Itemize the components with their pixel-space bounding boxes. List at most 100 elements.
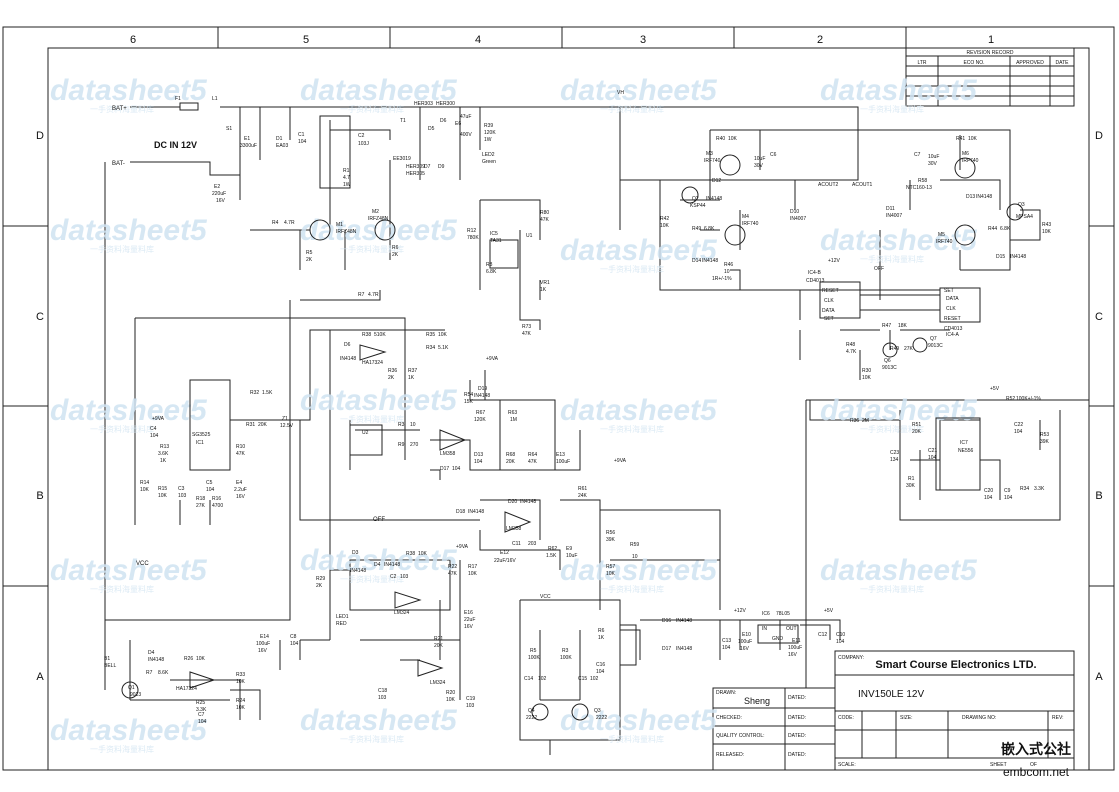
lbl-led1: LED1 — [336, 614, 349, 620]
lbl-r31v: 20K — [258, 422, 268, 428]
lbl-her2: HER300 — [436, 101, 455, 107]
lbl-r4: R4 — [272, 220, 279, 226]
lbl-r22: R22 — [448, 564, 457, 570]
lbl-r59v: 10 — [632, 554, 638, 560]
lbl-e2v: 220uF — [212, 191, 226, 197]
label-dc-in: DC IN 12V — [154, 140, 197, 150]
lbl-r56v: 39K — [606, 537, 616, 543]
lbl-c23: C23 — [890, 450, 899, 456]
lbl-r3b: R3 — [562, 648, 569, 654]
watermark-3: datasheet5 — [560, 74, 718, 107]
lbl-z1v: 12.5V — [280, 423, 294, 429]
dated-label-3: DATED: — [788, 733, 806, 739]
row-label-d-right: D — [1095, 130, 1103, 142]
lbl-e12: E12 — [500, 550, 509, 556]
lbl-r62v: 1.5K — [546, 553, 557, 559]
lbl-ee: EE3019 — [393, 156, 411, 162]
lbl-c19v: 103 — [466, 703, 475, 709]
sheet-label: SHEET — [990, 762, 1007, 768]
lbl-b1: B1 — [104, 656, 110, 662]
lbl-c10v: 104 — [836, 639, 845, 645]
lbl-r17v: 10K — [468, 571, 478, 577]
lbl-e1v: 3300uF — [240, 143, 257, 149]
watermark-1: datasheet5 — [50, 74, 208, 107]
lbl-led2c: Green — [482, 159, 496, 165]
lbl-d17b: D17 — [662, 646, 671, 652]
lbl-q3bv: 2222 — [596, 715, 607, 721]
watermark-11: datasheet5 — [560, 394, 718, 427]
lbl-f1: F1 — [175, 96, 181, 102]
lbl-r13w: 1K — [160, 458, 167, 464]
lbl-d5: D5 — [428, 126, 435, 132]
watermark-layer: datasheet5 datasheet5 datasheet5 datashe… — [50, 74, 978, 754]
lbl-q1v: 9013 — [130, 692, 141, 698]
lbl-d4bv: IN4148 — [148, 657, 164, 663]
lbl-e1: E1 — [244, 136, 250, 142]
row-label-a-left: A — [36, 671, 44, 683]
lbl-d12v: IN4148 — [706, 196, 722, 202]
port-off2: OFF — [874, 266, 884, 272]
lbl-r20v: 10K — [446, 697, 456, 703]
lbl-c2: C2 — [358, 133, 365, 139]
lbl-ic6v: 78L05 — [776, 611, 790, 617]
lbl-r7bv: 8.6K — [158, 670, 169, 676]
watermark-sub-12: 一手资料海量料库 — [860, 424, 924, 434]
lbl-c8v: 104 — [290, 641, 299, 647]
lbl-e14v: 100uF — [256, 641, 270, 647]
lbl-q2: Q2 — [692, 196, 699, 202]
lbl-d11v: IN4007 — [886, 213, 902, 219]
lbl-r46v: 10 — [724, 269, 730, 275]
lbl-r3: R3 — [398, 422, 405, 428]
lbl-r8: R8 — [486, 262, 493, 268]
title-block-lines — [712, 399, 1089, 771]
lbl-e13: E13 — [556, 452, 565, 458]
lbl-c22v: 104 — [1014, 429, 1023, 435]
lbl-c9: C9 — [1004, 488, 1011, 494]
lbl-d17v: 104 — [452, 466, 461, 472]
lbl-m1v: IRFZ48N — [336, 229, 357, 235]
lbl-d4: D4 — [374, 562, 381, 568]
lbl-c6a: 10uF — [754, 156, 765, 162]
watermark-16: datasheet5 — [820, 554, 978, 587]
revision-col-date: DATE — [1056, 60, 1070, 66]
lbl-r36b: R36 — [388, 368, 397, 374]
lbl-r43: R43 — [1042, 222, 1051, 228]
lbl-r16v: 4700 — [212, 503, 223, 509]
lbl-d6b: D6 — [344, 342, 351, 348]
lbl-r32: R32 — [250, 390, 259, 396]
lbl-d1: D1 — [276, 136, 283, 142]
lbl-r47v: 18K — [898, 323, 908, 329]
dated-label-4: DATED: — [788, 752, 806, 758]
watermark-sub-13: 一手资料海量料库 — [90, 584, 154, 594]
port-9va-low: +9VA — [456, 544, 469, 550]
lbl-d13b: D13 — [474, 452, 483, 458]
lbl-e2r: 16V — [216, 198, 226, 204]
lbl-c1v: 104 — [298, 139, 307, 145]
lbl-her4: HER305 — [406, 171, 425, 177]
lbl-clk: CLK — [824, 298, 834, 304]
lbl-c2v: 103J — [358, 141, 369, 147]
lbl-r37: R37 — [408, 368, 417, 374]
lbl-r16: R16 — [212, 496, 221, 502]
lbl-e9: E9 — [566, 546, 572, 552]
lbl-r62: R62 — [548, 546, 557, 552]
component-labels: F1 L1 S1 E1 3300uF D1 EA03 C1 104 E2 220… — [104, 96, 1052, 725]
lbl-d6: D6 — [440, 118, 447, 124]
watermark-sub-10: 一手资料海量料库 — [340, 414, 404, 424]
lbl-c16v: 104 — [596, 669, 605, 675]
code-label: CODE: — [838, 715, 854, 721]
lbl-r3bv: 100K — [560, 655, 572, 661]
watermark-13: datasheet5 — [50, 554, 208, 587]
rev-label: REV: — [1052, 715, 1063, 721]
lbl-d1v: EA03 — [276, 143, 288, 149]
lbl-r25v: 3.3K — [196, 707, 207, 713]
lbl-d3v: IN4148 — [350, 568, 366, 574]
port-9va-2: +9VA — [486, 356, 499, 362]
lbl-r48: R48 — [846, 342, 855, 348]
lbl-r6v: 2K — [392, 252, 399, 258]
lbl-c2b: C2 — [390, 574, 397, 580]
watermark-sub-15: 一手资料海量料库 — [600, 584, 664, 594]
lbl-r20: R20 — [446, 690, 455, 696]
lbl-r26: R26 — [184, 656, 193, 662]
port-vcc2: VCC — [540, 594, 551, 600]
